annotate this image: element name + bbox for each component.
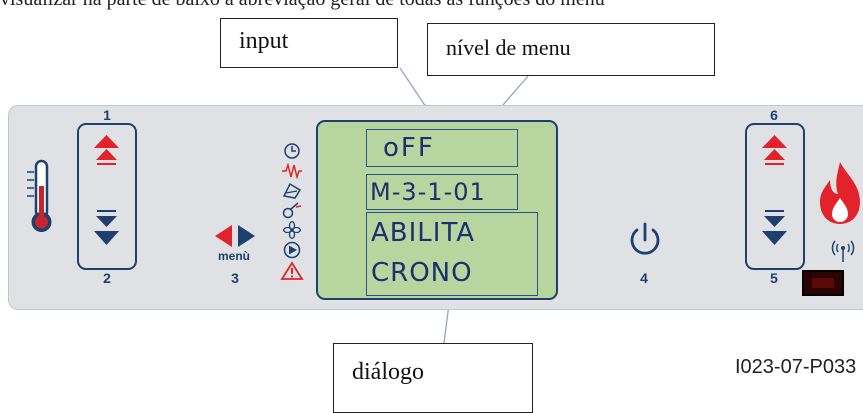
power-level-buttons[interactable] <box>745 123 805 270</box>
temperature-down-icon[interactable] <box>79 207 134 267</box>
menu-level-field: M-3-1-01 <box>366 174 518 210</box>
flame-icon <box>816 160 863 231</box>
wireless-icon <box>830 238 856 269</box>
button-number-2: 2 <box>103 270 111 286</box>
callout-menu-level: nível de menu <box>427 23 715 76</box>
callout-input: input <box>220 18 398 68</box>
pump-icon <box>283 241 301 264</box>
dialog-line-2: CRONO <box>371 258 473 288</box>
input-value: oFF <box>383 133 435 163</box>
button-number-5: 5 <box>770 270 778 286</box>
menu-label: menù <box>218 249 251 263</box>
callout-input-label: input <box>239 28 289 54</box>
ignition-icon <box>282 201 302 224</box>
callout-dialog: diálogo <box>333 343 533 413</box>
temperature-up-icon[interactable] <box>79 129 134 189</box>
callout-dialog-label: diálogo <box>352 359 424 385</box>
fuel-icon <box>282 182 302 205</box>
dialog-field: ABILITA CRONO <box>366 212 538 296</box>
callout-menu-level-label: nível de menu <box>446 35 571 60</box>
alarm-icon <box>280 261 304 286</box>
menu-level-value: M-3-1-01 <box>370 178 486 206</box>
button-number-6: 6 <box>770 107 778 123</box>
thermometer-icon <box>26 158 56 243</box>
resistance-icon <box>281 162 303 184</box>
power-up-icon[interactable] <box>747 129 802 189</box>
button-number-4: 4 <box>640 270 648 286</box>
power-icon[interactable] <box>627 222 663 265</box>
temperature-buttons[interactable] <box>77 123 137 270</box>
top-text-fragment: visualizar na parte de baixo a abreviaçã… <box>0 0 863 11</box>
fan-icon <box>283 221 301 244</box>
button-number-1: 1 <box>103 107 111 123</box>
clock-icon <box>283 142 301 165</box>
dialog-line-1: ABILITA <box>371 218 476 248</box>
reference-code: I023-07-P033 <box>735 356 857 378</box>
ir-receiver-window <box>802 270 844 296</box>
input-field: oFF <box>366 129 518 167</box>
menu-arrows-icon[interactable] <box>213 224 257 253</box>
power-down-icon[interactable] <box>747 207 802 267</box>
button-number-3: 3 <box>231 270 239 286</box>
